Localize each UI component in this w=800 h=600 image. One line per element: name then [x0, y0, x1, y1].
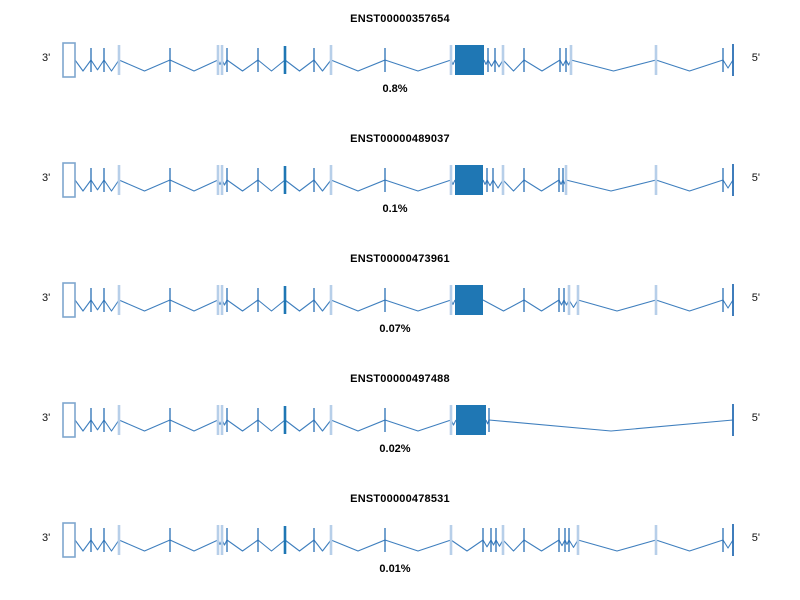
usage-percentage-label: 0.07%: [379, 323, 411, 335]
transcript-track: ENST00000473961 3' 5' 0.07%: [0, 240, 800, 360]
usage-percentage-label: 0.02%: [379, 443, 411, 455]
transcript-track: ENST00000357654 3' 5' 0.8%: [0, 0, 800, 120]
transcript-track: ENST00000497488 3' 5' 0.02%: [0, 360, 800, 480]
transcript-structure-plot: [62, 402, 734, 438]
three-prime-label: 3': [42, 172, 51, 184]
transcript-track: ENST00000489037 3' 5' 0.1%: [0, 120, 800, 240]
usage-percentage-label: 0.1%: [382, 203, 408, 215]
three-prime-label: 3': [42, 52, 51, 64]
five-prime-label: 5': [751, 172, 760, 184]
transcript-id-label: ENST00000478531: [350, 493, 450, 505]
transcript-track: ENST00000478531 3' 5' 0.01%: [0, 480, 800, 600]
transcript-structure-plot: [62, 282, 734, 318]
transcript-structure-plot: [62, 162, 734, 198]
five-prime-label: 5': [751, 412, 760, 424]
transcript-id-label: ENST00000357654: [350, 13, 450, 25]
transcript-id-label: ENST00000489037: [350, 133, 450, 145]
three-prime-label: 3': [42, 412, 51, 424]
transcript-structure-plot: [62, 522, 734, 558]
five-prime-label: 5': [751, 292, 760, 304]
five-prime-label: 5': [751, 52, 760, 64]
transcript-id-label: ENST00000497488: [350, 373, 450, 385]
transcript-id-label: ENST00000473961: [350, 253, 450, 265]
transcript-structure-plot: [62, 42, 734, 78]
three-prime-label: 3': [42, 292, 51, 304]
usage-percentage-label: 0.8%: [382, 83, 408, 95]
five-prime-label: 5': [751, 532, 760, 544]
usage-percentage-label: 0.01%: [379, 563, 411, 575]
three-prime-label: 3': [42, 532, 51, 544]
